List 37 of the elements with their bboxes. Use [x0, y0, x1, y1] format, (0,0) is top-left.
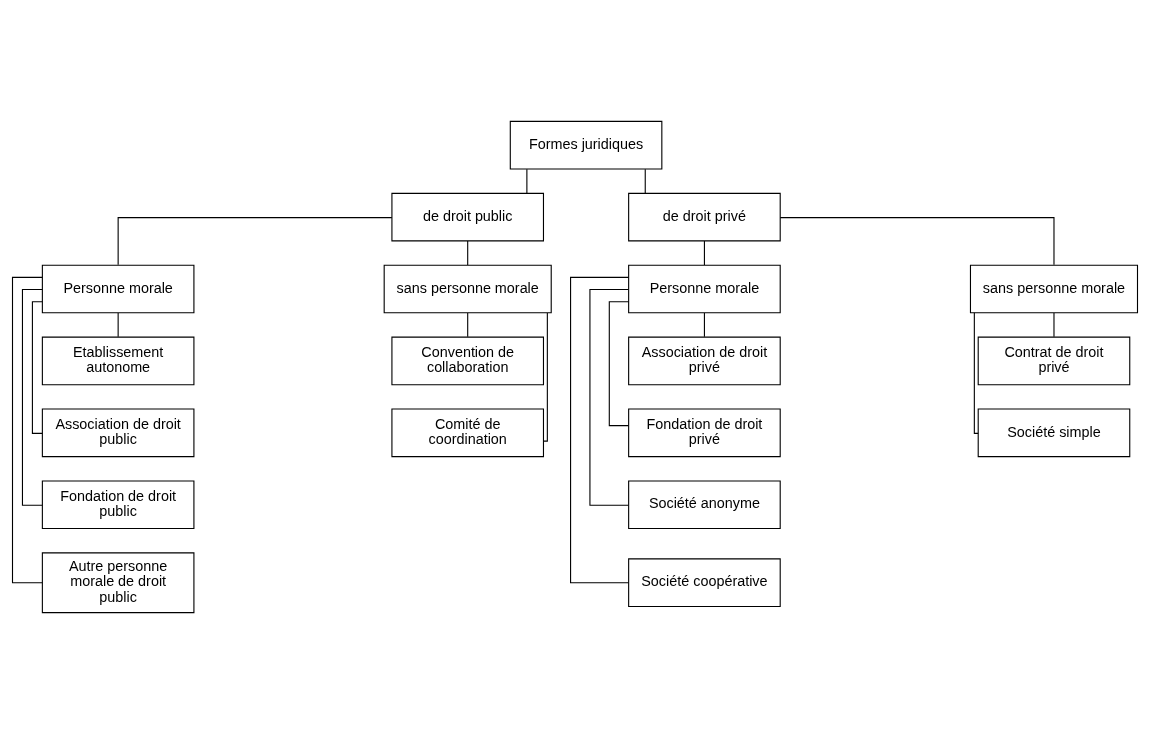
- connector: [467, 311, 469, 337]
- node-box: Société anonyme: [628, 479, 781, 529]
- node-box: Société simple: [977, 408, 1131, 457]
- connector: [1053, 311, 1055, 337]
- node-box: Fondation de droit public: [41, 479, 195, 529]
- connector: [570, 276, 630, 583]
- connector: [117, 311, 119, 337]
- node-box: Autre personne morale de droit public: [41, 551, 195, 613]
- node-box: Fondation de droit privé: [628, 408, 781, 457]
- node-box: Contrat de droit privé: [977, 336, 1131, 385]
- node-box: Société coopérative: [628, 557, 781, 607]
- connector: [21, 288, 43, 506]
- connector: [542, 312, 548, 442]
- connector: [644, 168, 646, 194]
- connector: [526, 168, 528, 194]
- node-box: Personne morale: [628, 264, 781, 313]
- connector: [779, 216, 1055, 265]
- node-box: Personne morale: [41, 264, 195, 313]
- node-box: sans personne morale: [383, 264, 552, 313]
- node-box: Etablissement autonome: [41, 336, 195, 385]
- connector: [117, 216, 393, 265]
- connector: [608, 300, 630, 426]
- node-box: Association de droit public: [41, 408, 195, 457]
- node-box: Formes juridiques: [509, 120, 663, 170]
- connector: [973, 311, 979, 434]
- node-box: sans personne morale: [969, 264, 1139, 313]
- node-box: Convention de collaboration: [391, 336, 545, 385]
- node-box: Association de droit privé: [628, 336, 781, 385]
- connector: [703, 311, 705, 337]
- node-box: de droit public: [391, 192, 545, 241]
- connector: [11, 276, 43, 583]
- connector: [703, 240, 705, 265]
- connector: [467, 240, 469, 265]
- node-box: de droit privé: [628, 192, 781, 241]
- connector: [31, 300, 43, 434]
- connector: [589, 288, 629, 506]
- node-box: Comité de coordination: [391, 408, 545, 457]
